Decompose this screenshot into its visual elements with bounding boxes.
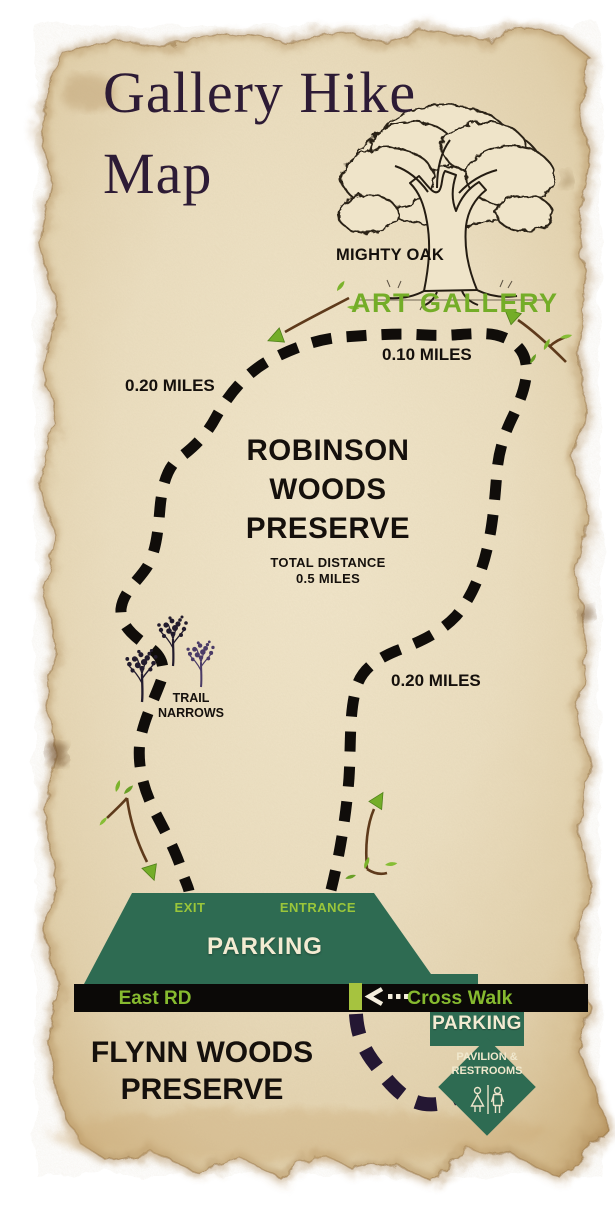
title-line-1: Gallery Hike: [103, 60, 417, 125]
branch-arrow-from-entrance: [345, 788, 398, 881]
mighty-oak-illustration: [337, 105, 555, 312]
flynn-line-1: FLYNN WOODS: [90, 1036, 314, 1069]
pavilion-line-2: RESTROOMS: [451, 1064, 523, 1077]
title-line-2: Map: [103, 141, 213, 207]
oak-trunk: [409, 170, 487, 292]
flynn-woods-preserve-label: FLYNN WOODS PRESERVE: [72, 1034, 332, 1108]
total-distance-value: 0.5 MILES: [295, 571, 361, 586]
pavilion-restrooms-label: PAVILION & RESTROOMS: [436, 1051, 538, 1078]
page-title: Gallery Hike Map: [103, 52, 416, 214]
restrooms-icon: [470, 1085, 505, 1114]
flynn-line-2: PRESERVE: [120, 1073, 284, 1106]
pavilion-diamond: [438, 1038, 536, 1136]
crosswalk-marker: [349, 983, 362, 1010]
trail-loop: [115, 328, 532, 893]
south-parking-tab: [426, 974, 478, 986]
total-distance-label: TOTAL DISTANCE: [270, 555, 386, 570]
cross-walk-label: Cross Walk: [407, 987, 513, 1009]
distance-label-top: 0.10 MILES: [382, 345, 472, 364]
robinson-line-1: ROBINSON: [246, 434, 410, 467]
parking-lot-label: PARKING: [207, 933, 323, 960]
art-gallery-label: ART GALLERY: [351, 288, 559, 318]
trail-narrows-line-1: TRAIL: [172, 691, 210, 705]
branch-arrow-from-gallery-west: [264, 280, 360, 350]
mighty-oak-label: MIGHTY OAK: [336, 246, 445, 264]
distance-label-east: 0.20 MILES: [391, 671, 481, 690]
parking-entrance-label: ENTRANCE: [279, 900, 357, 915]
robinson-line-3: PRESERVE: [245, 512, 411, 545]
pavilion-line-1: PAVILION &: [456, 1051, 518, 1063]
trail-narrows-line-2: NARROWS: [158, 706, 224, 720]
branch-arrow-to-gallery-east: [499, 303, 573, 364]
east-rd-label: East RD: [118, 988, 192, 1009]
trail-narrows-label: TRAIL NARROWS: [136, 691, 246, 721]
robinson-woods-preserve-label: ROBINSON WOODS PRESERVE TOTAL DISTANCE 0…: [213, 431, 443, 587]
distance-label-west: 0.20 MILES: [125, 376, 215, 395]
branch-arrow-to-exit: [97, 779, 163, 884]
east-rd-road: [74, 984, 588, 1012]
south-parking-sign: [430, 1008, 524, 1046]
robinson-line-2: WOODS: [269, 473, 387, 506]
crosswalk-arrow-icon: [364, 987, 409, 1006]
parking-lot-shape: [84, 893, 438, 984]
parking-exit-label: EXIT: [174, 900, 206, 915]
south-parking-label: PARKING: [432, 1013, 522, 1034]
oak-roots: [385, 289, 518, 307]
total-distance: TOTAL DISTANCE 0.5 MILES: [213, 555, 443, 587]
